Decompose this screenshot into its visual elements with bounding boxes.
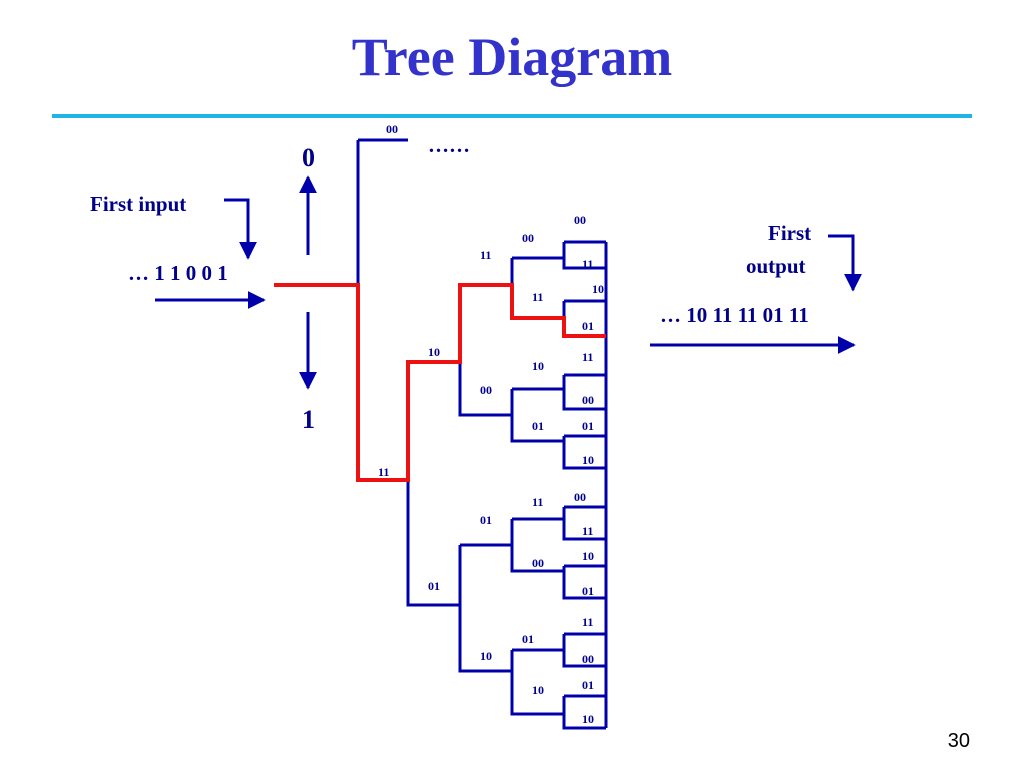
highlighted-path: [274, 283, 606, 482]
leaf-label: 00: [582, 393, 594, 407]
title-underline: [52, 114, 972, 118]
leaf-label: 00: [574, 213, 586, 227]
input-sequence: … 1 1 0 0 1: [128, 261, 228, 285]
branch-label: 11: [378, 465, 389, 479]
first-output-arrow: [828, 234, 862, 292]
branch-label: 01: [428, 579, 440, 593]
slide-title: Tree Diagram: [351, 27, 673, 87]
branch-label: 10: [480, 649, 492, 663]
branch-label: 01: [522, 632, 534, 646]
leaf-label: 10: [592, 282, 604, 296]
direction-up-label: 0: [302, 143, 315, 172]
leaf-label: 10: [582, 712, 594, 726]
branch-label: 11: [480, 248, 491, 262]
tree-edges: [356, 138, 608, 730]
leaf-label: 11: [582, 524, 593, 538]
first-input-label: First input: [90, 192, 186, 216]
leaf-label: 01: [582, 319, 594, 333]
direction-down-label: 1: [302, 405, 315, 434]
output-sequence: … 10 11 11 01 11: [660, 303, 809, 327]
branch-label: 11: [532, 495, 543, 509]
first-input-arrow: [224, 198, 257, 260]
branch-label: 10: [532, 683, 544, 697]
branch-label: 00: [522, 231, 534, 245]
branch-label: 01: [480, 513, 492, 527]
branch-label: 00: [532, 556, 544, 570]
branch-label: 10: [532, 359, 544, 373]
page-number: 30: [947, 730, 970, 752]
first-output-label-line2: output: [746, 254, 806, 278]
first-output-label-line1: First: [768, 221, 811, 245]
ellipsis: ……: [428, 133, 470, 157]
leaf-label: 00: [582, 652, 594, 666]
branch-label: 01: [532, 419, 544, 433]
leaf-label: 01: [582, 419, 594, 433]
branch-label: 10: [428, 345, 440, 359]
leaf-label: 11: [582, 615, 593, 629]
leaf-label: 11: [582, 257, 593, 271]
leaf-label: 01: [582, 584, 594, 598]
leaf-label: 11: [582, 350, 593, 364]
leaf-label: 10: [582, 453, 594, 467]
branch-label: 00: [386, 122, 398, 136]
branch-label: 11: [532, 290, 543, 304]
leaf-label: 01: [582, 678, 594, 692]
leaf-label: 10: [582, 549, 594, 563]
leaf-label: 00: [574, 490, 586, 504]
branch-label: 00: [480, 383, 492, 397]
